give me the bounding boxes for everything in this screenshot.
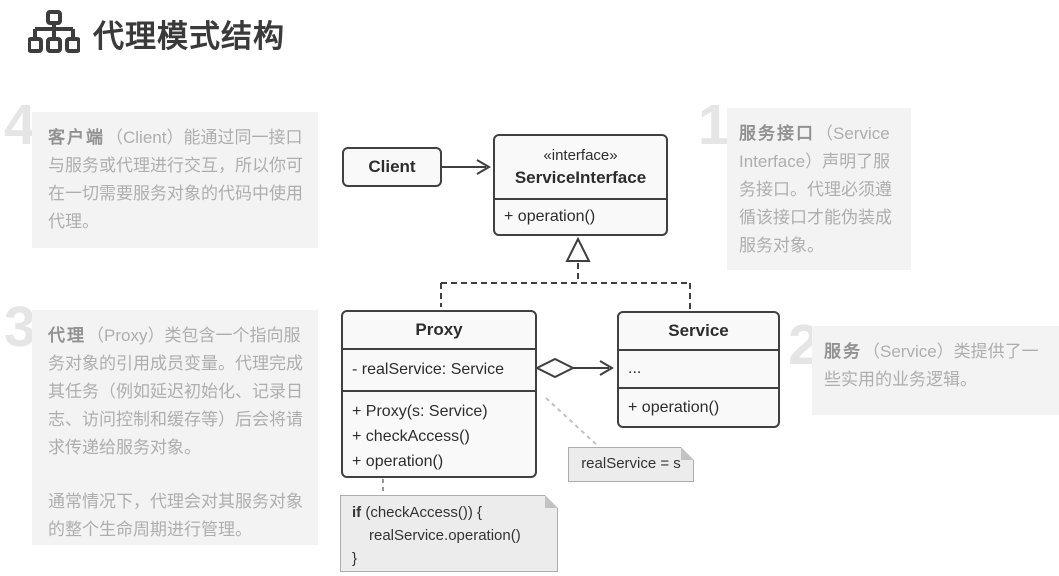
- note-text: realService = s: [581, 455, 681, 472]
- class-title: ServiceInterface: [514, 167, 647, 187]
- annotation-service: 服务（Service）类提供了一些实用的业务逻辑。: [812, 326, 1059, 415]
- method-item: + operation(): [352, 453, 444, 470]
- method-item: + operation(): [628, 398, 720, 416]
- attribute-item: ...: [619, 351, 778, 389]
- annotation-term: 客户端: [48, 128, 105, 147]
- page-title: 代理模式结构: [93, 18, 285, 54]
- note-assignment: realService = s: [568, 447, 694, 482]
- annotation-body: （Service）类提供了一些实用的业务逻辑。: [824, 342, 1039, 389]
- code-line: }: [352, 550, 358, 567]
- class-proxy: Proxy - realService: Service + Proxy(s: …: [341, 310, 537, 478]
- class-header: «interface» ServiceInterface: [495, 136, 666, 200]
- realization-dashed-lines: [440, 263, 691, 309]
- aggregation-diamond-icon: [534, 357, 576, 379]
- annotation-text-2: 通常情况下，代理会对其服务对象的整个生命周期进行管理。: [48, 492, 303, 539]
- code-line: realService.operation(): [369, 527, 521, 544]
- class-title: Client: [368, 157, 416, 176]
- sitemap-icon: [28, 10, 80, 56]
- annotation-term: 代理: [48, 326, 86, 345]
- stereotype-label: «interface»: [543, 146, 618, 164]
- annotation-body: （Proxy）类包含一个指向服务对象的引用成员变量。代理完成其任务（例如延迟初始…: [48, 326, 303, 457]
- annotation-proxy: 代理（Proxy）类包含一个指向服务对象的引用成员变量。代理完成其任务（例如延迟…: [32, 310, 318, 545]
- class-service: Service ... + operation(): [617, 311, 780, 428]
- class-client: Client: [342, 147, 442, 187]
- attribute-item: - realService: Service: [343, 350, 535, 392]
- annotation-text: 客户端（Client）能通过同一接口与服务或代理进行交互，所以你可在一切需要服务…: [48, 124, 306, 236]
- annotation-number-1: 1: [698, 93, 730, 157]
- annotation-body: （Service Interface）声明了服务接口。代理必须遵循该接口才能伪装…: [739, 124, 892, 255]
- annotation-number-4: 4: [4, 93, 36, 157]
- annotation-body: （Client）能通过同一接口与服务或代理进行交互，所以你可在一切需要服务对象的…: [48, 128, 303, 231]
- annotation-service-interface: 服务接口（Service Interface）声明了服务接口。代理必须遵循该接口…: [727, 108, 911, 270]
- realization-triangle-icon: [565, 236, 591, 262]
- annotation-term: 服务接口: [739, 124, 815, 143]
- methods-compartment: + Proxy(s: Service) + checkAccess() + op…: [343, 392, 535, 474]
- annotation-text: 代理（Proxy）类包含一个指向服务对象的引用成员变量。代理完成其任务（例如延迟…: [48, 322, 306, 462]
- annotation-number-3: 3: [4, 295, 36, 359]
- page-header: 代理模式结构: [28, 10, 285, 56]
- method-item: + Proxy(s: Service): [352, 403, 488, 420]
- class-service-interface: «interface» ServiceInterface + operation…: [493, 134, 668, 236]
- method-item: + operation(): [504, 208, 596, 225]
- annotation-text: 服务（Service）类提供了一些实用的业务逻辑。: [824, 338, 1049, 394]
- code-line: if (checkAccess()) {: [352, 501, 546, 524]
- arrowhead-proxy-service: [599, 360, 614, 376]
- class-title: Proxy: [343, 312, 535, 350]
- code-keyword: if: [352, 504, 362, 521]
- annotation-text: 服务接口（Service Interface）声明了服务接口。代理必须遵循该接口…: [739, 120, 901, 260]
- code-rest: (checkAccess()) {: [361, 504, 483, 521]
- annotation-term: 服务: [824, 342, 862, 361]
- note-connector-assignment: [545, 397, 599, 447]
- arrowhead-client-serviceinterface: [476, 159, 491, 175]
- annotation-client: 客户端（Client）能通过同一接口与服务或代理进行交互，所以你可在一切需要服务…: [32, 112, 318, 248]
- method-item: + checkAccess(): [352, 428, 470, 445]
- class-title: Service: [619, 313, 778, 351]
- note-code: if (checkAccess()) { realService.operati…: [340, 495, 558, 572]
